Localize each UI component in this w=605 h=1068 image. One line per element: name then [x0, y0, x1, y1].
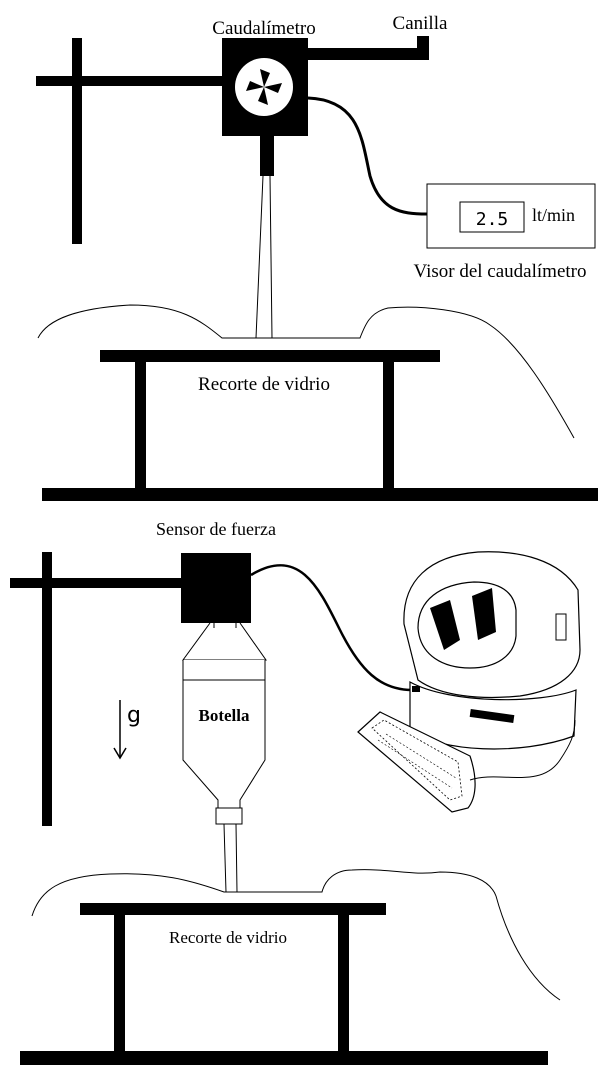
- force-sensor: [181, 553, 251, 623]
- glass-table-top: [42, 350, 598, 501]
- flowmeter-display: 2.5 lt/min: [426, 183, 596, 249]
- water-splash-bottom: [31, 869, 561, 1001]
- bottle-label: Botella: [199, 706, 250, 725]
- bottom-setup: g: [10, 519, 581, 1065]
- gravity-arrow-icon: [113, 700, 127, 760]
- support-stand-top: [36, 38, 226, 244]
- flowmeter: [222, 38, 308, 176]
- sensor-label: Sensor de fuerza: [156, 519, 276, 539]
- water-stream-bottom: [223, 823, 238, 893]
- glass-table-bottom: [20, 903, 548, 1065]
- bottle-hanger: [182, 622, 267, 661]
- gravity-label: g: [127, 703, 141, 728]
- flowmeter-label: Caudalímetro: [212, 18, 315, 39]
- faucet-label: Canilla: [393, 13, 448, 34]
- computer-icon: [357, 551, 581, 813]
- support-stand-bottom: [10, 552, 184, 826]
- faucet-pipe: [305, 36, 429, 60]
- display-label: Visor del caudalímetro: [414, 261, 587, 282]
- fan-icon: [246, 69, 282, 105]
- bottle: [182, 660, 266, 825]
- display-cable: [307, 96, 428, 216]
- flow-value: 2.5: [476, 209, 509, 230]
- water-stream-top: [255, 175, 273, 339]
- sensor-cable: [250, 563, 413, 692]
- top-setup: 2.5 lt/min Caudalímetro Canilla Visor de…: [36, 13, 598, 501]
- flow-unit: lt/min: [532, 205, 575, 225]
- glass-label-top: Recorte de vidrio: [198, 374, 330, 395]
- glass-label-bottom: Recorte de vidrio: [169, 928, 287, 947]
- water-splash-top: [37, 304, 575, 439]
